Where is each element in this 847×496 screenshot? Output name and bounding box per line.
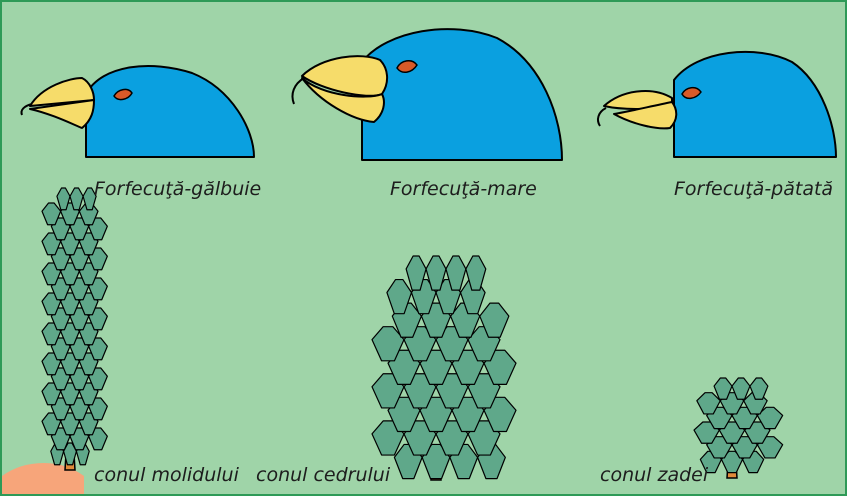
bird-caption-3: Forfecuţă-pătată	[674, 178, 833, 200]
bird-caption-1: Forfecuţă-gălbuie	[94, 178, 261, 200]
bird-head-2	[292, 29, 562, 160]
spruce-cone	[42, 188, 107, 470]
bird-head-3	[598, 52, 836, 157]
cone-caption-3: conul zadei	[600, 464, 708, 486]
larch-cone	[694, 378, 783, 478]
cedar-cone	[372, 256, 516, 480]
bird-head-1	[21, 66, 254, 157]
cone-caption-1: conul molidului	[94, 464, 239, 486]
bird-caption-2: Forfecuţă-mare	[390, 178, 537, 200]
cone-caption-2: conul cedrului	[256, 464, 390, 486]
